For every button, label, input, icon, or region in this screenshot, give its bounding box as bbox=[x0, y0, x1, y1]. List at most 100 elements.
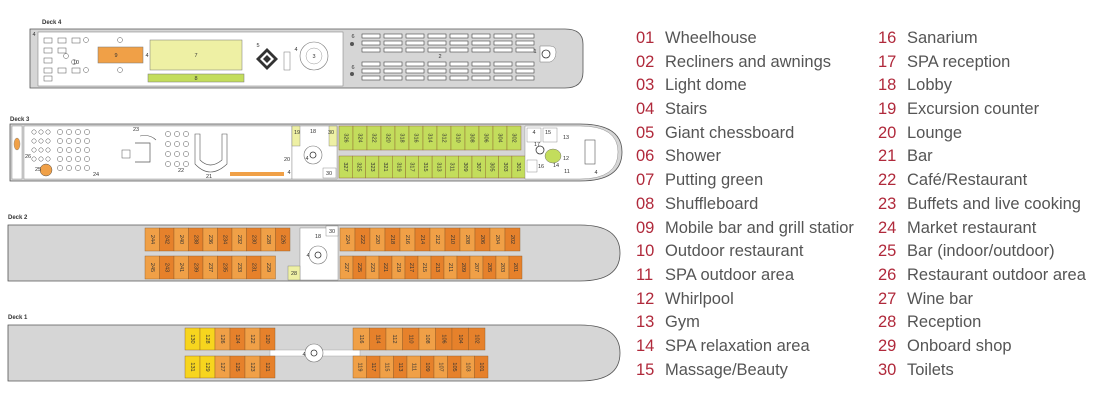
cabin-number: 234 bbox=[221, 235, 227, 244]
cabin: 115 bbox=[379, 355, 394, 379]
area-label: 6 bbox=[351, 34, 354, 40]
cabin: 227 bbox=[339, 255, 354, 280]
area-label: 6 bbox=[351, 65, 354, 71]
legend-label: SPA relaxation area bbox=[665, 336, 810, 355]
cabin: 130 bbox=[184, 327, 201, 351]
area-label: 4 bbox=[302, 352, 305, 358]
cabin: 114 bbox=[369, 327, 387, 351]
legend-label: Restaurant outdoor area bbox=[907, 265, 1086, 284]
deck-1-spiral-stairs bbox=[304, 343, 324, 363]
cabin-number: 237 bbox=[207, 263, 213, 272]
cabin-number: 125 bbox=[234, 362, 240, 371]
legend-label: Shower bbox=[665, 147, 721, 166]
cabin-number: 325 bbox=[355, 162, 361, 171]
lounge-strip bbox=[230, 172, 284, 176]
legend-number: 22 bbox=[878, 171, 897, 190]
cabin: 211 bbox=[443, 255, 458, 280]
putting-green bbox=[149, 39, 243, 71]
area-label: 4 bbox=[532, 130, 535, 136]
legend-label: Lobby bbox=[907, 76, 952, 95]
cabin-number: 224 bbox=[344, 235, 350, 244]
cabin: 239 bbox=[188, 255, 204, 280]
legend-number: 19 bbox=[878, 100, 897, 119]
cabin-number: 238 bbox=[192, 235, 198, 244]
cabin: 108 bbox=[418, 327, 436, 351]
cabin-number: 319 bbox=[395, 162, 401, 171]
legend-number: 04 bbox=[636, 100, 655, 119]
cabin-number: 223 bbox=[369, 263, 375, 272]
deck-1-label: Deck 1 bbox=[8, 315, 28, 321]
cabin-number: 108 bbox=[424, 334, 430, 343]
cabin: 224 bbox=[339, 227, 356, 252]
area-label: 23 bbox=[133, 127, 139, 133]
cabin-number: 122 bbox=[249, 334, 255, 343]
area-label: 18 bbox=[310, 129, 316, 135]
area-label: 8 bbox=[194, 76, 197, 82]
deck-3-toilets bbox=[322, 167, 337, 179]
legend-label: Recliners and awnings bbox=[665, 52, 832, 71]
cabin: 313 bbox=[431, 155, 446, 179]
legend-label: Massage/Beauty bbox=[665, 360, 788, 379]
area-label: 9 bbox=[114, 53, 117, 59]
cabin: 212 bbox=[429, 227, 446, 252]
cabin-number: 212 bbox=[434, 235, 440, 244]
cabin: 315 bbox=[418, 155, 433, 179]
legend-label: Light dome bbox=[665, 76, 747, 95]
legend-label: SPA outdoor area bbox=[665, 265, 795, 284]
mobile-bar-area bbox=[97, 46, 144, 64]
cabin-number: 232 bbox=[236, 235, 242, 244]
legend-number: 14 bbox=[636, 336, 655, 355]
cabin-number: 304 bbox=[497, 133, 503, 142]
cabin-number: 235 bbox=[221, 263, 227, 272]
cabin-number: 201 bbox=[512, 263, 518, 272]
cabin-number: 227 bbox=[343, 263, 349, 272]
cabin: 302 bbox=[506, 125, 522, 151]
cabin-number: 126 bbox=[219, 334, 225, 343]
legend-number: 30 bbox=[878, 360, 897, 379]
cabin: 228 bbox=[260, 227, 276, 252]
cabin-number: 102 bbox=[473, 334, 479, 343]
cabin: 112 bbox=[385, 327, 403, 351]
area-label: 10 bbox=[73, 60, 79, 66]
area-label: 19 bbox=[294, 130, 300, 136]
cabin: 206 bbox=[474, 227, 491, 252]
area-label: 18 bbox=[315, 234, 321, 240]
cabin: 325 bbox=[352, 155, 366, 179]
area-label: 28 bbox=[291, 271, 297, 277]
deck-4-shower-icons bbox=[350, 42, 354, 76]
area-label: 4 bbox=[287, 170, 290, 176]
cabin: 209 bbox=[456, 255, 471, 280]
cabin: 245 bbox=[144, 255, 160, 280]
cabin-number: 121 bbox=[264, 362, 270, 371]
cabin-number: 239 bbox=[192, 263, 198, 272]
area-label: 14 bbox=[553, 163, 559, 169]
cabin-box bbox=[508, 255, 523, 280]
area-label: 25 bbox=[35, 167, 41, 173]
cabin: 218 bbox=[384, 227, 401, 252]
cabin-number: 130 bbox=[189, 334, 195, 343]
legend-number: 03 bbox=[636, 76, 655, 95]
cabin: 225 bbox=[352, 255, 367, 280]
cabin-number: 123 bbox=[249, 362, 255, 371]
cabin: 215 bbox=[417, 255, 432, 280]
legend-label: Reception bbox=[907, 313, 982, 332]
deck-2-reception bbox=[287, 265, 301, 281]
cabin: 321 bbox=[378, 155, 393, 179]
cabin: 113 bbox=[393, 355, 408, 379]
legend-number: 05 bbox=[636, 123, 655, 142]
area-label: 4 bbox=[294, 47, 297, 53]
wheelhouse bbox=[539, 45, 557, 63]
whirlpool bbox=[544, 148, 562, 164]
cabin-number: 120 bbox=[264, 334, 270, 343]
cabin: 303 bbox=[498, 155, 513, 179]
cabin-number: 213 bbox=[434, 263, 440, 272]
area-label: 4 bbox=[145, 53, 148, 59]
area-label: 15 bbox=[545, 130, 551, 136]
cabin-number: 315 bbox=[422, 162, 428, 171]
cabin-number: 316 bbox=[413, 133, 419, 142]
cabin-number: 240 bbox=[178, 235, 184, 244]
